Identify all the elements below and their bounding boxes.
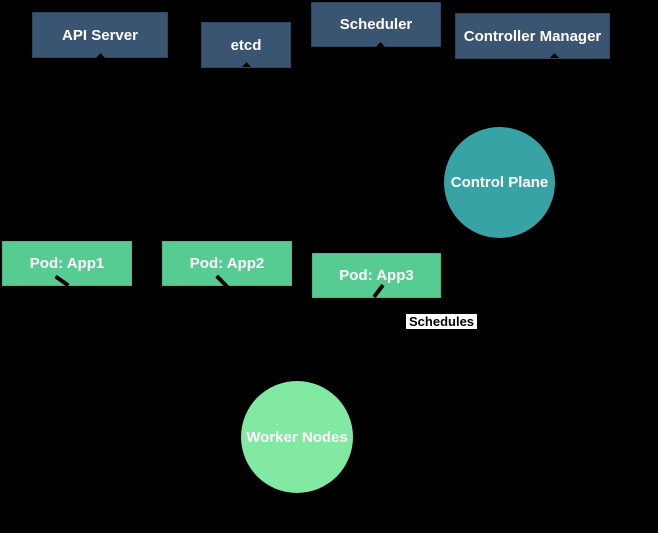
node-pod-app2-label: Pod: App2 — [189, 255, 265, 272]
node-control-plane-label: Control Plane — [450, 174, 549, 191]
node-etcd: etcd — [201, 22, 291, 68]
node-scheduler: Scheduler — [311, 2, 441, 47]
arrowhead-icon — [376, 42, 385, 47]
node-pod-app2: Pod: App2 — [162, 241, 292, 286]
edge-label-schedules: Schedules — [406, 314, 478, 329]
arrowhead-icon — [242, 62, 251, 67]
node-worker-nodes: Worker Nodes — [241, 381, 353, 493]
node-etcd-label: etcd — [230, 36, 262, 54]
arrowhead-icon — [550, 53, 559, 58]
node-api-server-label: API Server — [62, 26, 138, 44]
arrowhead-icon — [96, 53, 105, 58]
node-pod-app1-label: Pod: App1 — [29, 255, 105, 272]
node-controller-manager-label: Controller Manager — [463, 27, 602, 45]
node-controller-manager: Controller Manager — [455, 13, 610, 59]
node-pod-app3-label: Pod: App3 — [339, 267, 414, 284]
node-worker-nodes-label: Worker Nodes — [246, 428, 348, 446]
node-api-server: API Server — [32, 12, 168, 58]
node-scheduler-label: Scheduler — [339, 16, 413, 33]
node-pod-app1: Pod: App1 — [2, 241, 132, 286]
node-control-plane: Control Plane — [444, 127, 555, 238]
